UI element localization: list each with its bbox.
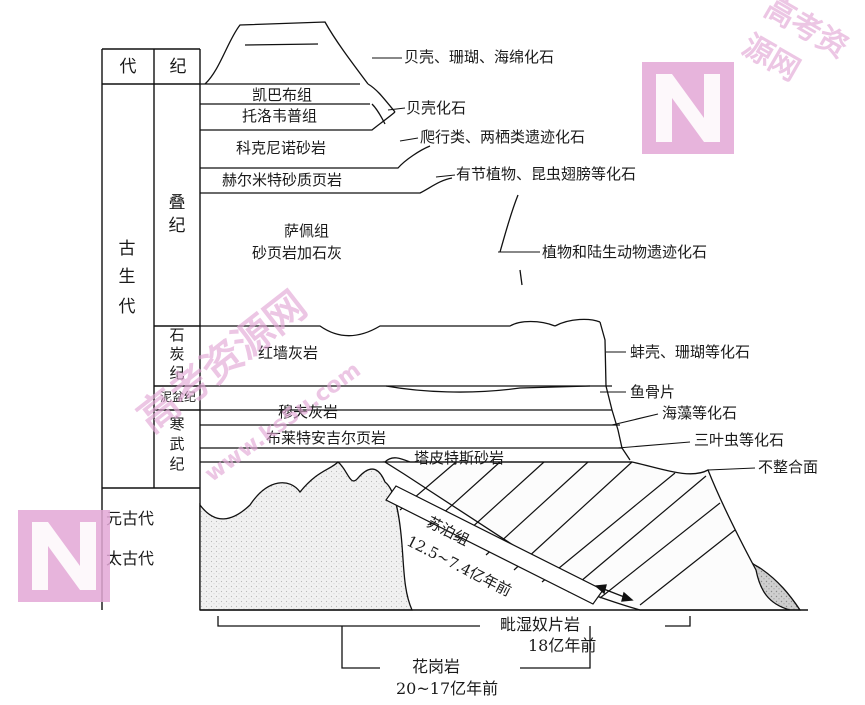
granite-body [199,461,413,611]
period-permian-2: 纪 [168,216,186,236]
period-cambrian-1: 寒 [169,415,185,433]
fossil-shell: 贝壳化石 [406,99,467,117]
layer-kaibab: 凯巴布组 [252,86,313,104]
period-carboniferous-1: 石 [169,326,185,344]
supai-label-band [385,485,604,605]
supai-hatching [399,461,736,606]
layer-supai-2: 砂页岩加石灰 [252,244,343,262]
fossil-reptile-amphibian: 爬行类、两栖类遗迹化石 [420,128,586,146]
fossil-trilobite: 三叶虫等化石 [694,431,785,449]
layer-hermit: 赫尔米特砂质页岩 [222,171,343,189]
layer-bright-angel: 布莱特安吉尔页岩 [266,429,387,447]
period-cambrian-2: 武 [169,435,185,453]
fossil-algae: 海藻等化石 [662,404,738,422]
layer-tapeats: 塔皮特斯砂岩 [414,449,505,467]
layer-supai-1: 萨佩组 [284,222,330,240]
layer-toroweap: 托洛韦普组 [242,107,318,125]
era-column-header: 代 [119,57,137,77]
schist-age: 18亿年前 [528,636,597,655]
era-paleozoic-1: 古 [118,239,136,259]
supai-age-arrow [594,584,634,602]
fossil-plant-insect: 有节植物、昆虫翅膀等化石 [456,165,637,183]
period-cambrian-3: 纪 [169,455,185,473]
period-permian-1: 叠 [168,193,186,213]
fossil-fish-bone: 鱼骨片 [630,383,676,401]
era-paleozoic-3: 代 [118,297,136,317]
fossil-plant-land: 植物和陆生动物遗迹化石 [542,243,708,261]
period-carboniferous-3: 纪 [169,364,185,382]
period-carboniferous-2: 炭 [169,345,185,363]
layer-muav: 穆夫灰岩 [278,403,339,421]
supai-group-tilted [382,461,791,611]
layer-redwall: 红墙灰岩 [258,344,319,362]
period-column-header: 纪 [169,57,187,77]
granite-label: 花岗岩 [412,657,461,676]
period-devonian: 泥盆纪 [159,390,196,404]
era-paleozoic-2: 生 [118,267,136,287]
granite-age: 20~17亿年前 [396,679,499,698]
era-proterozoic: 元古代 [106,509,155,528]
fossil-leaders [372,57,756,471]
unconformity-label: 不整合面 [758,458,819,476]
fossil-clam-coral: 蚌壳、珊瑚等化石 [630,343,751,361]
era-archean: 太古代 [106,549,155,568]
fossil-shell-coral-sponge: 贝壳、珊瑚、海绵化石 [404,48,555,66]
schist-label: 毗湿奴片岩 [500,615,581,634]
layer-coconino: 科克尼诺砂岩 [236,139,327,157]
